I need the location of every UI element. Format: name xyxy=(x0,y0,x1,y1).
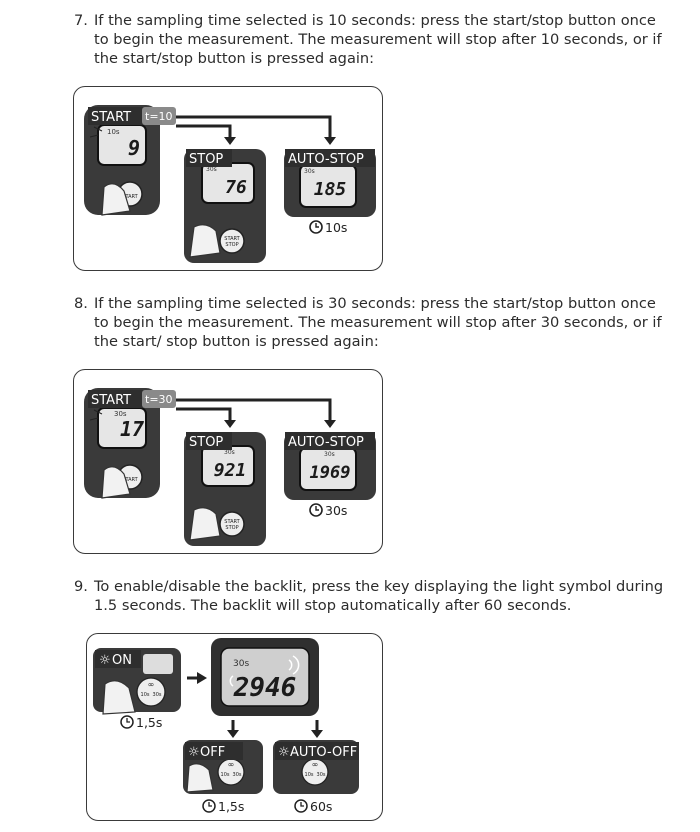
on-label: ON xyxy=(112,653,132,668)
time-tag-text: t=30 xyxy=(145,393,173,406)
hold-time-label: 1,5s xyxy=(218,799,244,814)
duration-label: 30s xyxy=(325,503,347,518)
step-text: If the sampling time selected is 10 seco… xyxy=(94,12,662,67)
finger-press xyxy=(186,763,214,793)
arrow-to-auto-stop xyxy=(176,115,332,139)
lcd-sub-label: 10s xyxy=(107,128,120,136)
sun-icon: ☼ xyxy=(278,745,290,760)
auto-stop-label: AUTO-STOP xyxy=(288,152,364,167)
lcd-sub-label: 30s xyxy=(324,451,335,458)
auto-stop-tag xyxy=(285,149,375,167)
step-text: If the sampling time selected is 30 seco… xyxy=(94,295,662,350)
backlit-display: 30s 2946 xyxy=(211,638,319,716)
key-infinity: ∞ xyxy=(312,760,319,769)
stop-tag xyxy=(186,149,232,167)
clock-icon xyxy=(309,503,323,517)
figure-backlight-illustration: ∞ 10s 30s ☼ ON 1,5s 30s 2946 ∞ xyxy=(93,638,359,814)
start-stop-key[interactable] xyxy=(219,228,245,254)
lcd-value: 76 xyxy=(225,177,247,198)
finger-press xyxy=(189,507,221,541)
time-tag xyxy=(142,107,176,125)
step-number: 9. xyxy=(74,578,88,595)
clock-icon xyxy=(202,799,216,813)
figure-10s-illustration: 10s 9 START START t=10 30s 76 START STOP xyxy=(84,105,376,263)
time-tag xyxy=(142,390,176,408)
finger-press xyxy=(102,680,136,715)
lcd-value: 17 xyxy=(120,417,144,441)
on-tag xyxy=(95,650,141,668)
step-number: 7. xyxy=(74,12,88,29)
backlight-key[interactable] xyxy=(136,677,166,707)
lcd-value: 921 xyxy=(214,460,247,481)
hold-time-label: 1,5s xyxy=(136,715,162,730)
off-label: OFF xyxy=(200,745,225,760)
sun-icon: ☼ xyxy=(188,745,200,760)
lcd-sub-label: 30s xyxy=(206,166,217,173)
start-label: START xyxy=(91,110,131,125)
arrow-to-auto-stop xyxy=(176,398,332,422)
lcd-sub-label: 30s xyxy=(233,659,249,669)
key-30s: 30s xyxy=(317,772,326,778)
start-tag xyxy=(88,107,144,125)
step-text: To enable/disable the backlit, press the… xyxy=(94,578,664,614)
auto-off-label: AUTO-OFF xyxy=(290,745,357,760)
lcd-value: 9 xyxy=(128,136,140,160)
sun-icon: ☼ xyxy=(99,653,111,668)
key-10s: 10s xyxy=(305,772,314,778)
lcd-value: 2946 xyxy=(233,673,297,703)
clock-icon xyxy=(120,715,134,729)
stop-tag xyxy=(186,432,232,450)
clock-icon xyxy=(294,799,308,813)
clock-icon xyxy=(309,220,323,234)
key-infinity: ∞ xyxy=(148,680,155,689)
device-stop: 30s 76 START STOP xyxy=(184,149,266,263)
light-rays-icon xyxy=(229,655,300,687)
key-label: START xyxy=(122,477,138,483)
lcd-value: 185 xyxy=(314,179,347,200)
key-label: START xyxy=(224,519,240,525)
auto-off-time-label: 60s xyxy=(310,799,332,814)
time-tag-text: t=10 xyxy=(145,110,173,123)
arrow-to-stop xyxy=(176,407,232,422)
finger-press xyxy=(189,224,221,258)
key-30s: 30s xyxy=(153,692,162,698)
step-number: 8. xyxy=(74,295,88,312)
start-label: START xyxy=(91,393,131,408)
figure-10s-measurement: 10s 9 START START t=10 30s 76 START STOP xyxy=(73,86,383,271)
start-tag xyxy=(88,390,144,408)
key-label: START xyxy=(224,236,240,242)
lcd-sub-label: 30s xyxy=(224,449,235,456)
auto-stop-tag xyxy=(285,432,375,450)
arrow-to-stop xyxy=(176,124,232,139)
key-infinity: ∞ xyxy=(228,760,235,769)
stop-label: STOP xyxy=(189,152,223,167)
stop-label: STOP xyxy=(189,435,223,450)
device-start: 10s 9 START xyxy=(84,105,160,216)
lcd-sub-label: 30s xyxy=(304,168,315,175)
off-tag xyxy=(185,742,243,760)
lcd-sub-label: 30s xyxy=(114,410,127,418)
lcd-value: 1969 xyxy=(310,463,351,483)
key-label: START xyxy=(122,194,138,200)
figure-30s-measurement: 30s 17 START START t=30 30s 921 START ST… xyxy=(73,369,383,554)
device-start: 30s 17 START xyxy=(84,388,160,499)
finger-press xyxy=(101,183,131,216)
key-30s: 30s xyxy=(233,772,242,778)
key-label-stop: STOP xyxy=(225,525,238,531)
key-10s: 10s xyxy=(221,772,230,778)
device-stop: 30s 921 START STOP xyxy=(184,432,266,546)
auto-off-tag xyxy=(275,742,359,760)
finger-press xyxy=(101,466,131,499)
key-10s: 10s xyxy=(141,692,150,698)
figure-30s-illustration: 30s 17 START START t=30 30s 921 START ST… xyxy=(84,388,376,546)
key-label-stop: STOP xyxy=(225,242,238,248)
figure-backlight: ∞ 10s 30s ☼ ON 1,5s 30s 2946 ∞ xyxy=(86,633,383,821)
duration-label: 10s xyxy=(325,220,347,235)
auto-stop-label: AUTO-STOP xyxy=(288,435,364,450)
start-stop-key[interactable] xyxy=(219,511,245,537)
